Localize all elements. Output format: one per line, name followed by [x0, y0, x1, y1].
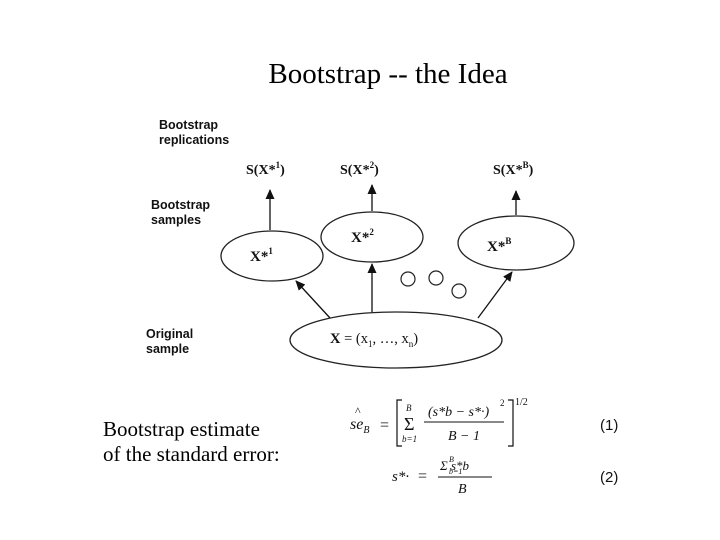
- ellipsis-dot: [428, 270, 444, 286]
- ellipsis-dot: [400, 271, 416, 287]
- ellipsis-dot: [451, 283, 467, 299]
- right-bracket: [508, 399, 514, 447]
- slide-title: Bootstrap -- the Idea: [268, 58, 508, 90]
- mean-numerator: Σ s*b: [439, 458, 470, 473]
- equals-sign: =: [380, 417, 389, 434]
- formula-standard-error: seB ^ = B Σ b=1 (s*b − s*·) 2 B − 1 1/2 …: [350, 397, 618, 447]
- sample-B-label: X*B: [487, 236, 511, 255]
- original-sample-ellipse: [289, 311, 503, 369]
- se-numerator: (s*b − s*·): [428, 405, 490, 420]
- original-sample-label: X = (x1, …, xn): [330, 331, 418, 349]
- arrow-original-to-1: [295, 280, 331, 319]
- equation-number-2: (2): [600, 469, 618, 486]
- se-denominator: B − 1: [448, 429, 480, 444]
- label-line: replications: [159, 133, 230, 147]
- bootstrap-sample-B-ellipse: [457, 215, 575, 271]
- label-line: samples: [151, 213, 202, 227]
- formula-mean: s*· = Σ s*b B b=1 B (2): [392, 455, 618, 497]
- sample-2-label: X*2: [351, 227, 374, 246]
- left-bracket: [396, 399, 402, 447]
- label-line: sample: [146, 342, 190, 356]
- label-bootstrap-replications: Bootstrap replications: [159, 118, 229, 148]
- replication-2: S(X*2): [340, 160, 379, 178]
- label-line: Bootstrap: [159, 118, 219, 132]
- sum-symbol: Σ: [404, 414, 414, 434]
- label-line: Original: [146, 327, 194, 341]
- equation-number-1: (1): [600, 417, 618, 434]
- estimate-text-line-1: Bootstrap estimate: [103, 417, 260, 441]
- label-line: Bootstrap: [151, 198, 211, 212]
- square-power: 2: [500, 398, 505, 408]
- replication-B: S(X*B): [493, 160, 534, 178]
- replication-1: S(X*1): [246, 160, 285, 178]
- root-power: 1/2: [515, 397, 528, 408]
- sum-lower: b=1: [402, 434, 417, 444]
- estimate-text-line-2: of the standard error:: [103, 442, 280, 466]
- sum-upper: B: [406, 403, 412, 413]
- bootstrap-sample-2-ellipse: [320, 211, 424, 263]
- mean-sum-upper: B: [449, 455, 454, 464]
- arrow-original-to-B: [477, 271, 513, 319]
- se-lhs: seB: [350, 416, 369, 436]
- se-hat: ^: [355, 404, 361, 418]
- mean-sum-lower: b=1: [449, 467, 462, 476]
- mean-lhs: s*·: [392, 469, 409, 485]
- sample-1-label: X*1: [250, 246, 273, 265]
- bootstrap-sample-1-ellipse: [220, 230, 324, 282]
- label-original-sample: Original sample: [146, 327, 193, 357]
- label-bootstrap-samples: Bootstrap samples: [151, 198, 210, 228]
- mean-denominator: B: [458, 482, 467, 497]
- equals-sign: =: [418, 468, 427, 485]
